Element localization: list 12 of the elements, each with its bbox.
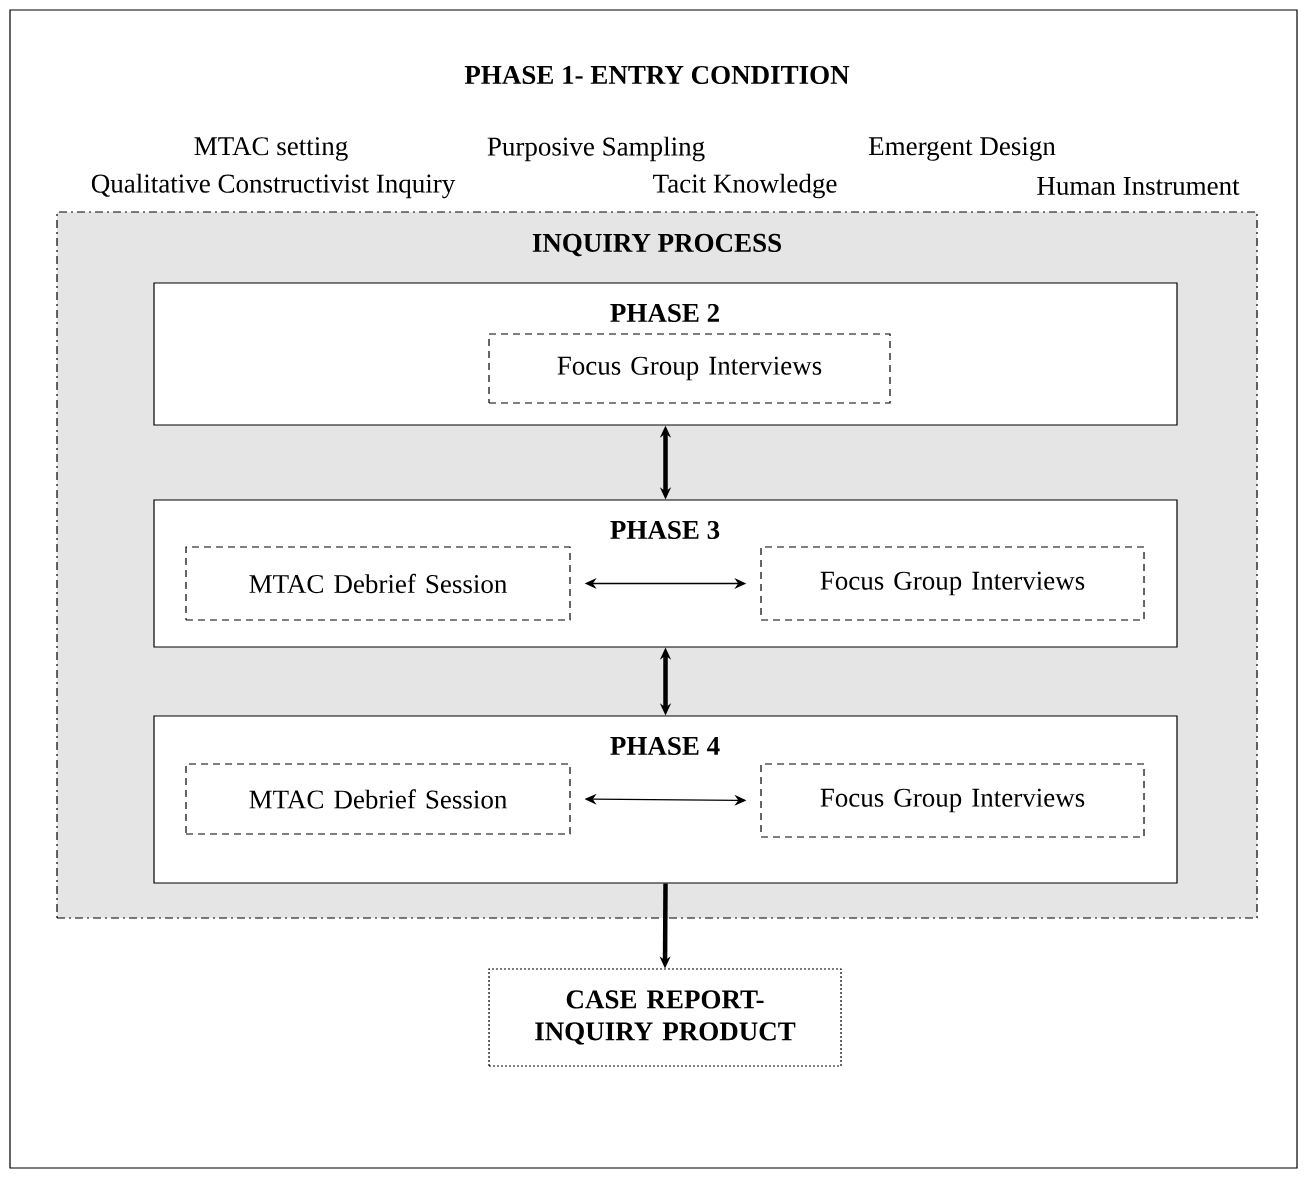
activity-box: Focus Group Interviews bbox=[760, 546, 1145, 621]
condition-label: Purposive Sampling bbox=[487, 136, 705, 162]
activity-box: Focus Group Interviews bbox=[488, 333, 891, 404]
condition-label: Qualitative Constructivist Inquiry bbox=[91, 173, 456, 199]
condition-label: Emergent Design bbox=[868, 137, 1056, 161]
activity-box: Focus Group Interviews bbox=[760, 763, 1145, 838]
condition-label: MTAC setting bbox=[194, 137, 348, 161]
activity-box: MTAC Debrief Session bbox=[185, 763, 571, 835]
condition-label: Human Instrument bbox=[1037, 177, 1240, 195]
condition-label: Tacit Knowledge bbox=[653, 173, 837, 199]
report-box: CASE REPORT- INQUIRY PRODUCT bbox=[488, 968, 842, 1067]
activity-box: MTAC Debrief Session bbox=[185, 546, 571, 621]
